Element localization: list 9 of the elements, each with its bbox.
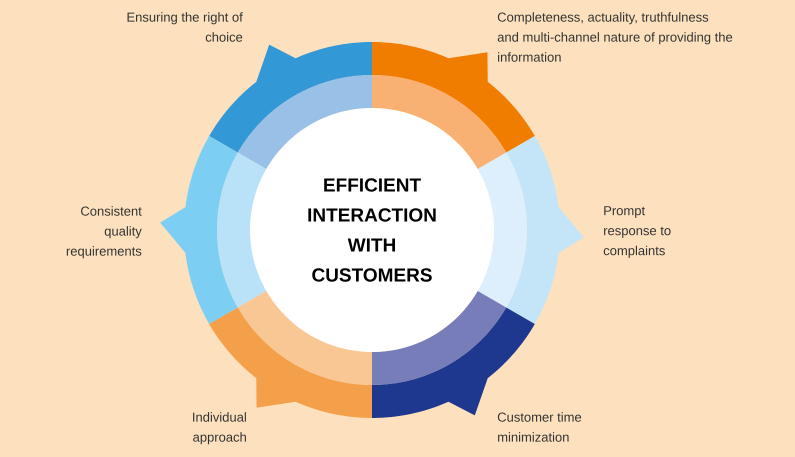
segment-caption: Prompt response to complaints	[604, 206, 671, 258]
segment-caption: Completeness, actuality, truthfulness and multi-channel nature of providing the information	[498, 12, 732, 62]
ring-segment	[478, 136, 584, 324]
segment-caption: Customer time minimization	[498, 412, 582, 442]
segment-caption: Consistent quality requirements	[66, 206, 142, 258]
ring-segment	[160, 136, 266, 324]
segment-caption: Ensuring the right of choice	[128, 12, 243, 42]
ring-segment	[209, 42, 372, 169]
segment-caption: Individual approach	[193, 412, 246, 444]
